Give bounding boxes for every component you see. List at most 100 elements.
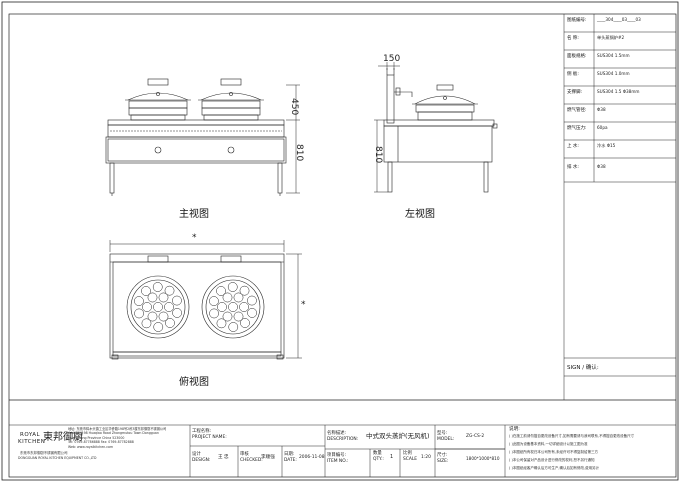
sign-label: SIGN / 确认: (567, 365, 599, 371)
burner-hole (165, 318, 175, 328)
note-line: ( )在施工前请勿擅自更改设备尺寸,如有需要请与我司联系,不得擅自更改设备尺寸 (509, 434, 635, 438)
note-line: ( )此图为设备基本资料,一切详细设计以施工图为准 (509, 442, 588, 446)
logo-cn: 東邦御厨 (43, 432, 83, 443)
logo-en-2: KITCHEN (18, 439, 46, 445)
burner-hole (142, 302, 152, 312)
date-label-en: DATE: (284, 458, 297, 463)
qty-value: 1 (390, 454, 394, 460)
company-address-line: 地址: 东莞市樟木头镇工业区华侨路198号2栋3楼东邦御厨不锈钢公司 (68, 427, 167, 431)
spec-row-label: 燃气管径: (567, 108, 587, 113)
qty-label-en: QTY.: (373, 457, 384, 462)
burner-hole (209, 296, 219, 306)
model-label-en: MODEL: (437, 437, 455, 442)
burner-hole (164, 302, 174, 312)
company-address-line: Tel: 0769-87786888 Fax: 0769-87782888 (68, 440, 134, 445)
scale-value: 1:20 (421, 455, 431, 460)
front-view-drawing (105, 78, 287, 196)
burner-hole (134, 308, 144, 319)
burner-hole (247, 295, 257, 306)
spec-row-label: 名 称: (567, 36, 579, 41)
item-label-en: ITEM NO.: (327, 459, 349, 464)
spec-row-label: 面板规格: (567, 54, 587, 59)
burner-hole (141, 286, 151, 296)
model-label: 型号: (437, 431, 448, 436)
dim-left-top: 150 (383, 54, 401, 64)
burner-hole (209, 308, 219, 319)
burner-hole (147, 311, 158, 322)
burner-hole (228, 302, 238, 312)
check-label: 审核 (240, 452, 249, 457)
spec-row-value: 单头蒸锅炉#2 (597, 35, 625, 40)
dim-top-depth: * (301, 300, 306, 310)
logo-en-1: ROYAL (20, 432, 41, 438)
spec-table-grid (563, 14, 676, 400)
size-value: 1800*1000*810 (466, 456, 500, 461)
top-view-label: 俯视图 (179, 377, 209, 388)
title-block-grid (9, 399, 676, 477)
top-view-drawing (109, 253, 285, 360)
size-label: 尺寸: (437, 453, 448, 458)
desc-label-en: DESCRIPTION: (327, 437, 359, 442)
project-label: 工程名称: (192, 429, 212, 434)
check-label-en: CHECKED: (240, 458, 263, 463)
burner-hole (239, 285, 250, 296)
desc-label: 名称描述: (327, 431, 347, 436)
project-label-en: PROJECT NAME: (192, 435, 227, 440)
design-label-en: DESIGN: (192, 458, 211, 463)
scale-label: 比例 (403, 451, 412, 456)
burner-hole (216, 286, 226, 296)
spec-row-value: SUS304 1.5 Φ38mm (597, 89, 640, 94)
note-line: ( )本公司保留对产品设计进行修改的权利,恕不另行通知 (509, 458, 595, 462)
burner-hole (216, 318, 227, 329)
left-dimension-lines (374, 62, 400, 193)
company-address-line: Guangdong Province China 523000 (68, 435, 125, 440)
company-address-line: Add: No.198 Huaqiao Road Zhangmutou Town… (68, 431, 159, 436)
check-value: 李顺强 (261, 455, 275, 460)
spec-row-label: 侧 板: (567, 72, 579, 77)
burner-hole (240, 318, 250, 328)
spec-row-value: ____304____03____03 (597, 17, 641, 22)
dim-front-upper: 450 (289, 98, 299, 116)
scale-label-en: SCALE (403, 457, 418, 462)
burner-hole (239, 302, 249, 312)
burner-hole (227, 282, 238, 292)
company-footer-cn: 东莞市东邦御厨不锈钢有限公司 (20, 451, 68, 455)
note-line: ( )本图纸经客户确认后方可生产,确认后如有修改,费用另计 (509, 466, 600, 470)
dim-top-width: * (192, 233, 197, 243)
size-label-en: SIZE: (437, 459, 449, 464)
date-label: 日期: (284, 452, 295, 457)
note-line: ( )本图纸所有权归本公司所有,未经许可不得复制给第三方 (509, 450, 598, 454)
burner-hole (247, 308, 257, 318)
burner-hole (153, 322, 164, 332)
desc-value: 中式双头蒸炉(无风机) (366, 432, 430, 440)
burner-hole (158, 292, 169, 303)
top-view-small-circles (134, 282, 257, 332)
burner-hole (164, 285, 175, 296)
spec-row-label: 上 水: (567, 144, 579, 149)
qty-label: 数量 (373, 451, 382, 456)
burner-hole (134, 296, 144, 306)
spec-row-value: Φ38 (597, 107, 606, 112)
company-address-line: Web: www.royalkitchen.com (68, 444, 114, 449)
spec-row-label: 图纸编号: (567, 18, 587, 23)
front-view-label: 主视图 (179, 209, 209, 220)
item-label: 项目编号: (327, 453, 347, 458)
dim-left-side: 810 (373, 146, 383, 164)
spec-row-value: 60pa (597, 125, 608, 130)
burner-hole (158, 311, 169, 322)
front-dimension-lines (286, 84, 300, 194)
company-footer-en: DONGGUAN ROYAL KITCHEN EQUIPMENT CO.,LTD (18, 456, 97, 460)
top-dimension-lines (109, 240, 302, 359)
burner-hole (233, 292, 244, 303)
dim-front-lower: 810 (294, 144, 304, 162)
burner-hole (228, 322, 239, 332)
burner-hole (153, 302, 163, 312)
spec-row-label: 排 水: (567, 165, 579, 170)
spec-row-value: SUS304 1.5mm (597, 53, 630, 58)
date-value: 2006-11-08 (299, 455, 325, 460)
burner-hole (217, 302, 227, 312)
model-value: ZG-CS-2 (466, 434, 485, 439)
spec-row-value: Φ38 (597, 164, 606, 169)
left-view-label: 左视图 (405, 209, 435, 220)
